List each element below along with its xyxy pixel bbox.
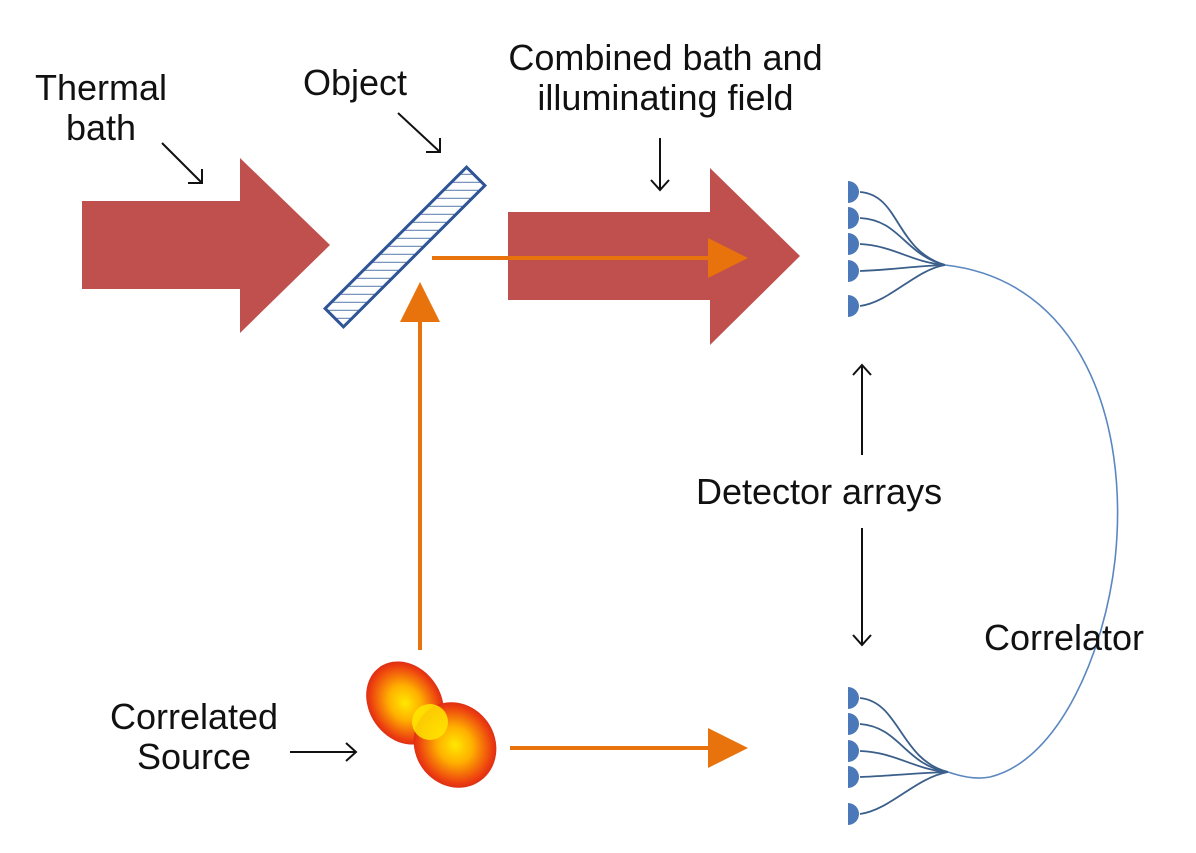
thermal-bath-arrow (82, 158, 330, 333)
combined-field-label-line2: illuminating field (537, 77, 794, 118)
thermal-bath-label: Thermal bath (18, 68, 184, 148)
detector-array-top (848, 181, 859, 317)
detector-array-bottom (848, 687, 859, 825)
detector-wires-bottom (859, 697, 949, 815)
thermal-bath-label-line1: Thermal (34, 67, 168, 108)
correlated-source-label-line1: Correlated (109, 696, 279, 737)
combined-field-label-line1: Combined bath and (508, 37, 823, 78)
correlator-label: Correlator (984, 617, 1145, 658)
thermal-bath-label-line2: bath (65, 107, 137, 148)
correlator-wire (944, 264, 1119, 779)
detector-arrays-label: Detector arrays (696, 471, 943, 512)
correlated-source-label: Correlated Source (88, 697, 300, 777)
correlated-source-label-line2: Source (136, 736, 252, 777)
combined-field-label: Combined bath and illuminating field (478, 38, 853, 118)
correlated-source (366, 661, 497, 788)
detector-wires-top (859, 191, 946, 307)
object-label: Object (303, 62, 408, 103)
object-plate (322, 164, 488, 330)
leader-arrows (161, 112, 872, 762)
